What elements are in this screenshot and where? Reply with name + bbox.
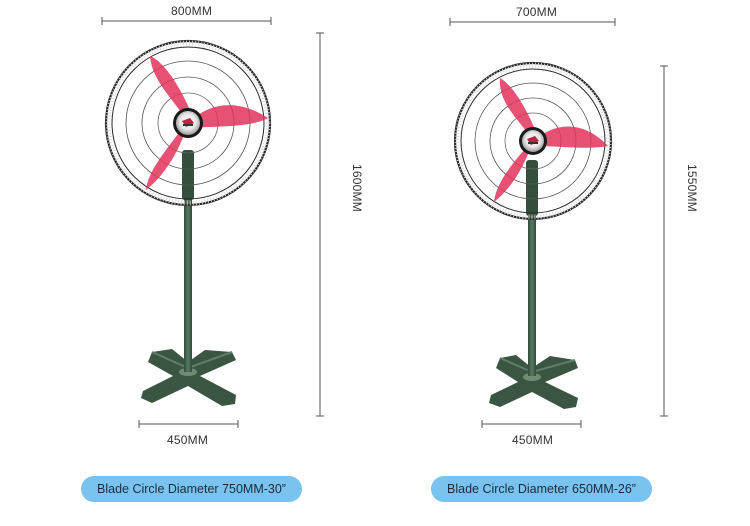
right-height-dimension-line: [660, 65, 668, 417]
right-width-label: 700MM: [516, 5, 558, 19]
left-width-dimension-line: [101, 17, 272, 25]
left-fan-pole: [184, 196, 192, 372]
right-caption-badge: Blade Circle Diameter 650MM-26”: [431, 476, 652, 502]
right-base-dimension-line: [481, 420, 582, 428]
left-height-label: 1600MM: [350, 164, 364, 212]
right-fan-grille: [453, 61, 613, 221]
left-width-label: 800MM: [171, 4, 213, 18]
left-base-label: 450MM: [167, 433, 209, 447]
left-fan-hub: [173, 108, 203, 138]
right-height-label: 1550MM: [685, 164, 699, 212]
right-fan-pole: [528, 212, 536, 376]
left-fan: [101, 17, 324, 428]
left-height-dimension-line: [316, 32, 324, 417]
right-fan-blades: [494, 78, 608, 202]
left-base-dimension-line: [138, 420, 239, 428]
right-base-label: 450MM: [512, 433, 554, 447]
left-caption-badge: Blade Circle Diameter 750MM-30”: [81, 476, 302, 502]
right-width-dimension-line: [449, 18, 616, 26]
right-fan-hub: [519, 127, 547, 155]
right-fan: [449, 18, 668, 428]
left-caption-text: Blade Circle Diameter 750MM-30”: [97, 482, 286, 496]
right-caption-text: Blade Circle Diameter 650MM-26”: [447, 482, 636, 496]
left-fan-blades: [146, 56, 268, 190]
